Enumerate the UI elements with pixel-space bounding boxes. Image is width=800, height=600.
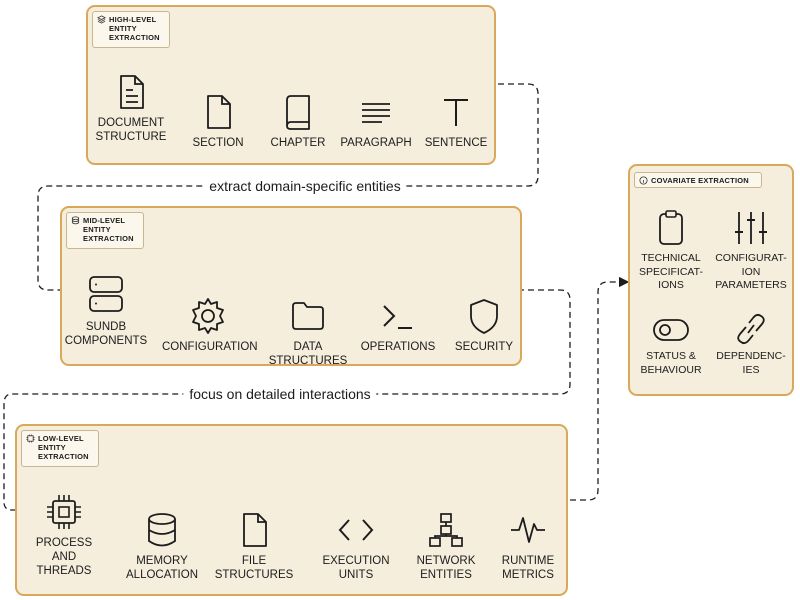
high-level-title: HIGH-LEVEL ENTITY EXTRACTION <box>92 11 170 48</box>
node-label: SECTION <box>192 137 244 149</box>
transition-label-2: focus on detailed interactions <box>183 386 377 402</box>
folder-icon <box>292 302 324 330</box>
covariate-label: DEPENDENC- IES <box>716 350 786 376</box>
low-level-title: LOW-LEVEL ENTITY EXTRACTION <box>21 430 99 467</box>
low-level-panel <box>15 424 568 596</box>
node-label: SENTENCE <box>424 137 488 149</box>
covariate-label: CONFIGURAT- ION PARAMETERS <box>715 252 787 291</box>
node-label: PARAGRAPH <box>340 137 412 149</box>
chip-small-icon <box>26 434 35 443</box>
covariate-label: STATUS & BEHAVIOUR <box>640 350 702 376</box>
info-circle-icon <box>639 176 648 185</box>
dashed-flow-low-to-covariate <box>80 276 630 501</box>
covariate-technical-specifications: TECHNICAL SPECIFICAT- IONS <box>626 208 716 293</box>
document-icon <box>120 75 144 109</box>
node-label: FILE STRUCTURES <box>214 555 294 581</box>
shield-icon <box>470 299 498 334</box>
mid-level-title: MID-LEVEL ENTITY EXTRACTION <box>66 212 144 249</box>
terminal-icon <box>383 305 412 329</box>
covariate-label: TECHNICAL SPECIFICAT- IONS <box>639 252 703 291</box>
node-label: OPERATIONS <box>360 341 436 353</box>
paragraph-lines-icon <box>362 103 390 123</box>
node-label: EXECUTION UNITS <box>322 555 390 581</box>
cpu-icon <box>47 495 81 529</box>
server-icon <box>89 276 123 312</box>
file-icon <box>207 95 231 129</box>
book-icon <box>286 95 310 130</box>
node-label: RUNTIME METRICS <box>501 555 555 581</box>
node-section: SECTION <box>172 92 264 150</box>
covariate-panel <box>628 164 794 396</box>
covariate-title: COVARIATE EXTRACTION <box>634 172 762 188</box>
node-sentence: SENTENCE <box>410 92 502 150</box>
node-memory-allocation: MEMORY ALLOCATION <box>116 510 208 582</box>
node-label: PROCESS AND THREADS <box>35 537 93 577</box>
database-icon <box>148 513 176 547</box>
covariate-configuration-parameters: CONFIGURAT- ION PARAMETERS <box>706 208 796 293</box>
node-chapter: CHAPTER <box>252 92 344 150</box>
database-small-icon <box>71 216 80 225</box>
node-configuration: CONFIGURATION <box>162 296 258 354</box>
node-label: MEMORY ALLOCATION <box>126 555 198 581</box>
node-sundb-components: SUNDB COMPONENTS <box>60 274 152 348</box>
node-label: SECURITY <box>454 341 514 353</box>
node-network-entities: NETWORK ENTITIES <box>400 510 492 582</box>
node-data-structures: DATA STRUCTURES <box>262 296 354 368</box>
pulse-icon <box>511 517 545 543</box>
covariate-dependencies: DEPENDENC- IES <box>706 312 796 377</box>
layers-icon <box>97 15 106 24</box>
node-label: CHAPTER <box>270 137 326 149</box>
covariate-status-behaviour: STATUS & BEHAVIOUR <box>626 316 716 377</box>
gear-icon <box>192 298 224 334</box>
node-label: DOCUMENT STRUCTURE <box>95 117 167 143</box>
file-icon <box>243 513 267 547</box>
node-operations: OPERATIONS <box>352 296 444 354</box>
transition-label-1: extract domain-specific entities <box>203 178 407 194</box>
toggle-icon <box>653 319 689 341</box>
node-execution-units: EXECUTION UNITS <box>310 510 402 582</box>
node-paragraph: PARAGRAPH <box>330 92 422 150</box>
node-file-structures: FILE STRUCTURES <box>208 510 300 582</box>
link-icon <box>737 313 765 345</box>
node-label: CONFIGURATION <box>162 341 258 353</box>
node-label: SUNDB COMPONENTS <box>64 321 148 347</box>
node-process-and-threads: PROCESS AND THREADS <box>18 492 110 578</box>
node-document-structure: DOCUMENT STRUCTURE <box>85 72 177 144</box>
clipboard-icon <box>659 210 683 245</box>
network-icon <box>429 513 463 547</box>
node-label: NETWORK ENTITIES <box>416 555 476 581</box>
sliders-icon <box>735 212 767 244</box>
text-t-icon <box>444 99 468 126</box>
node-security: SECURITY <box>438 296 530 354</box>
node-runtime-metrics: RUNTIME METRICS <box>482 510 574 582</box>
node-label: DATA STRUCTURES <box>268 341 348 367</box>
code-brackets-icon <box>338 519 374 541</box>
